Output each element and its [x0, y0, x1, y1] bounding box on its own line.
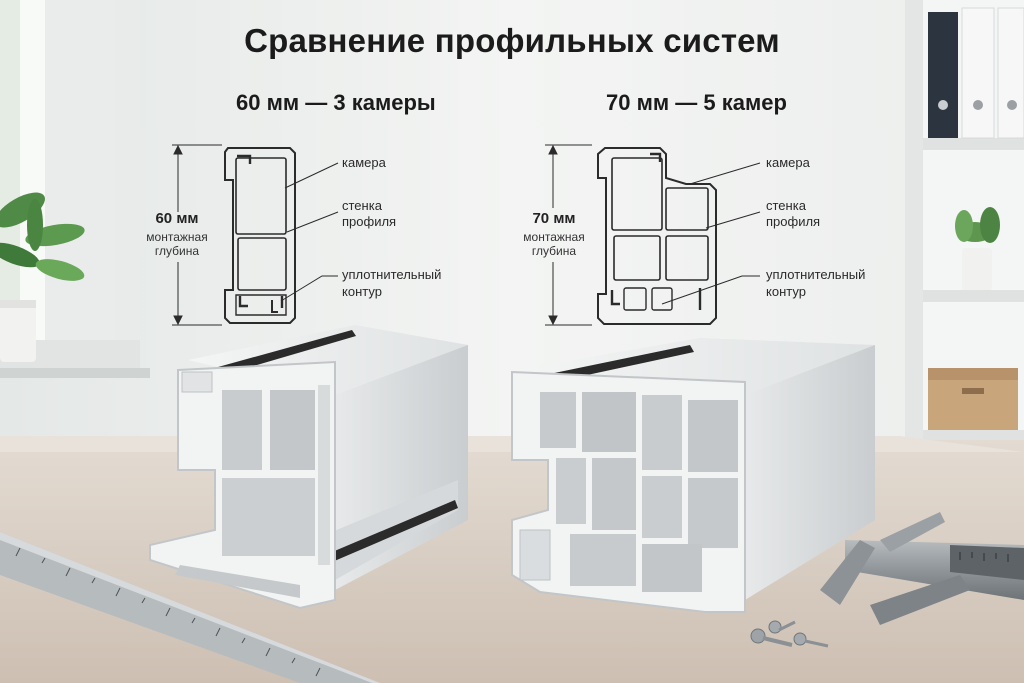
callouts-70mm-leaders — [661, 162, 761, 305]
left-callout-wall-1: стенка — [342, 198, 382, 213]
ruler — [0, 532, 380, 683]
plant — [0, 192, 85, 362]
left-dimension-value: 60 мм — [155, 210, 199, 227]
left-dimension-caption-2: глубина — [154, 244, 200, 258]
left-dimension-caption-1: монтажная — [146, 230, 208, 244]
screws — [750, 620, 829, 648]
diagram-70mm-section — [597, 147, 717, 325]
right-callout-seal-1: уплотнительный — [766, 267, 866, 282]
right-callout-wall-1: стенка — [766, 198, 806, 213]
right-dimension-caption-2: глубина — [531, 244, 577, 258]
left-profile-heading: 60 мм — 3 камеры — [236, 90, 436, 115]
shelf-unit — [905, 0, 1024, 450]
right-callout-chamber: камера — [766, 155, 810, 170]
left-callout-seal-2: контур — [342, 284, 382, 299]
left-callout-wall-2: профиля — [342, 214, 397, 229]
left-callout-chamber: камера — [342, 155, 386, 170]
dimension-60mm-line — [172, 144, 222, 326]
diagram-60mm-section — [224, 147, 296, 324]
dimension-70mm-line — [545, 144, 592, 326]
right-callout-seal-2: контур — [766, 284, 806, 299]
profile-60mm-photo — [149, 325, 468, 610]
right-profile-heading: 70 мм — 5 камер — [606, 90, 787, 115]
profile-70mm-photo — [511, 338, 875, 613]
right-dimension-value: 70 мм — [532, 210, 576, 227]
page-title: Сравнение профильных систем — [244, 22, 780, 59]
left-callout-seal-1: уплотнительный — [342, 267, 442, 282]
right-callout-wall-2: профиля — [766, 214, 821, 229]
callouts-60mm-leaders — [280, 162, 339, 302]
right-dimension-caption-1: монтажная — [523, 230, 585, 244]
caliper — [820, 512, 1024, 625]
